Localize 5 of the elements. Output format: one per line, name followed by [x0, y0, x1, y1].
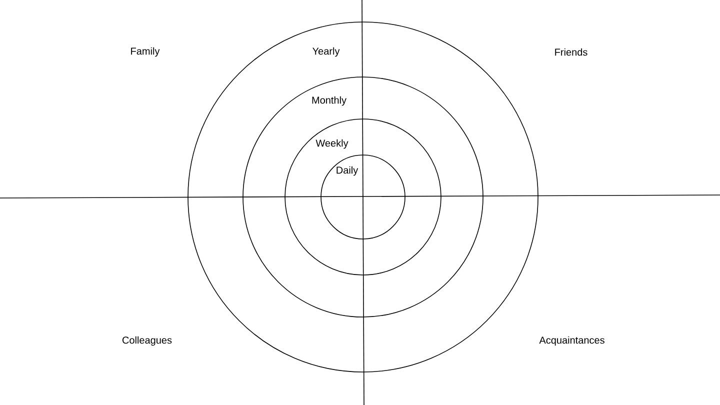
- quadrant-label: Family: [131, 47, 160, 57]
- quadrant-label: Colleagues: [122, 336, 172, 346]
- quadrant-label: Acquaintances: [539, 336, 604, 346]
- ring: Daily: [320, 154, 406, 240]
- quadrant-label: Friends: [555, 48, 588, 56]
